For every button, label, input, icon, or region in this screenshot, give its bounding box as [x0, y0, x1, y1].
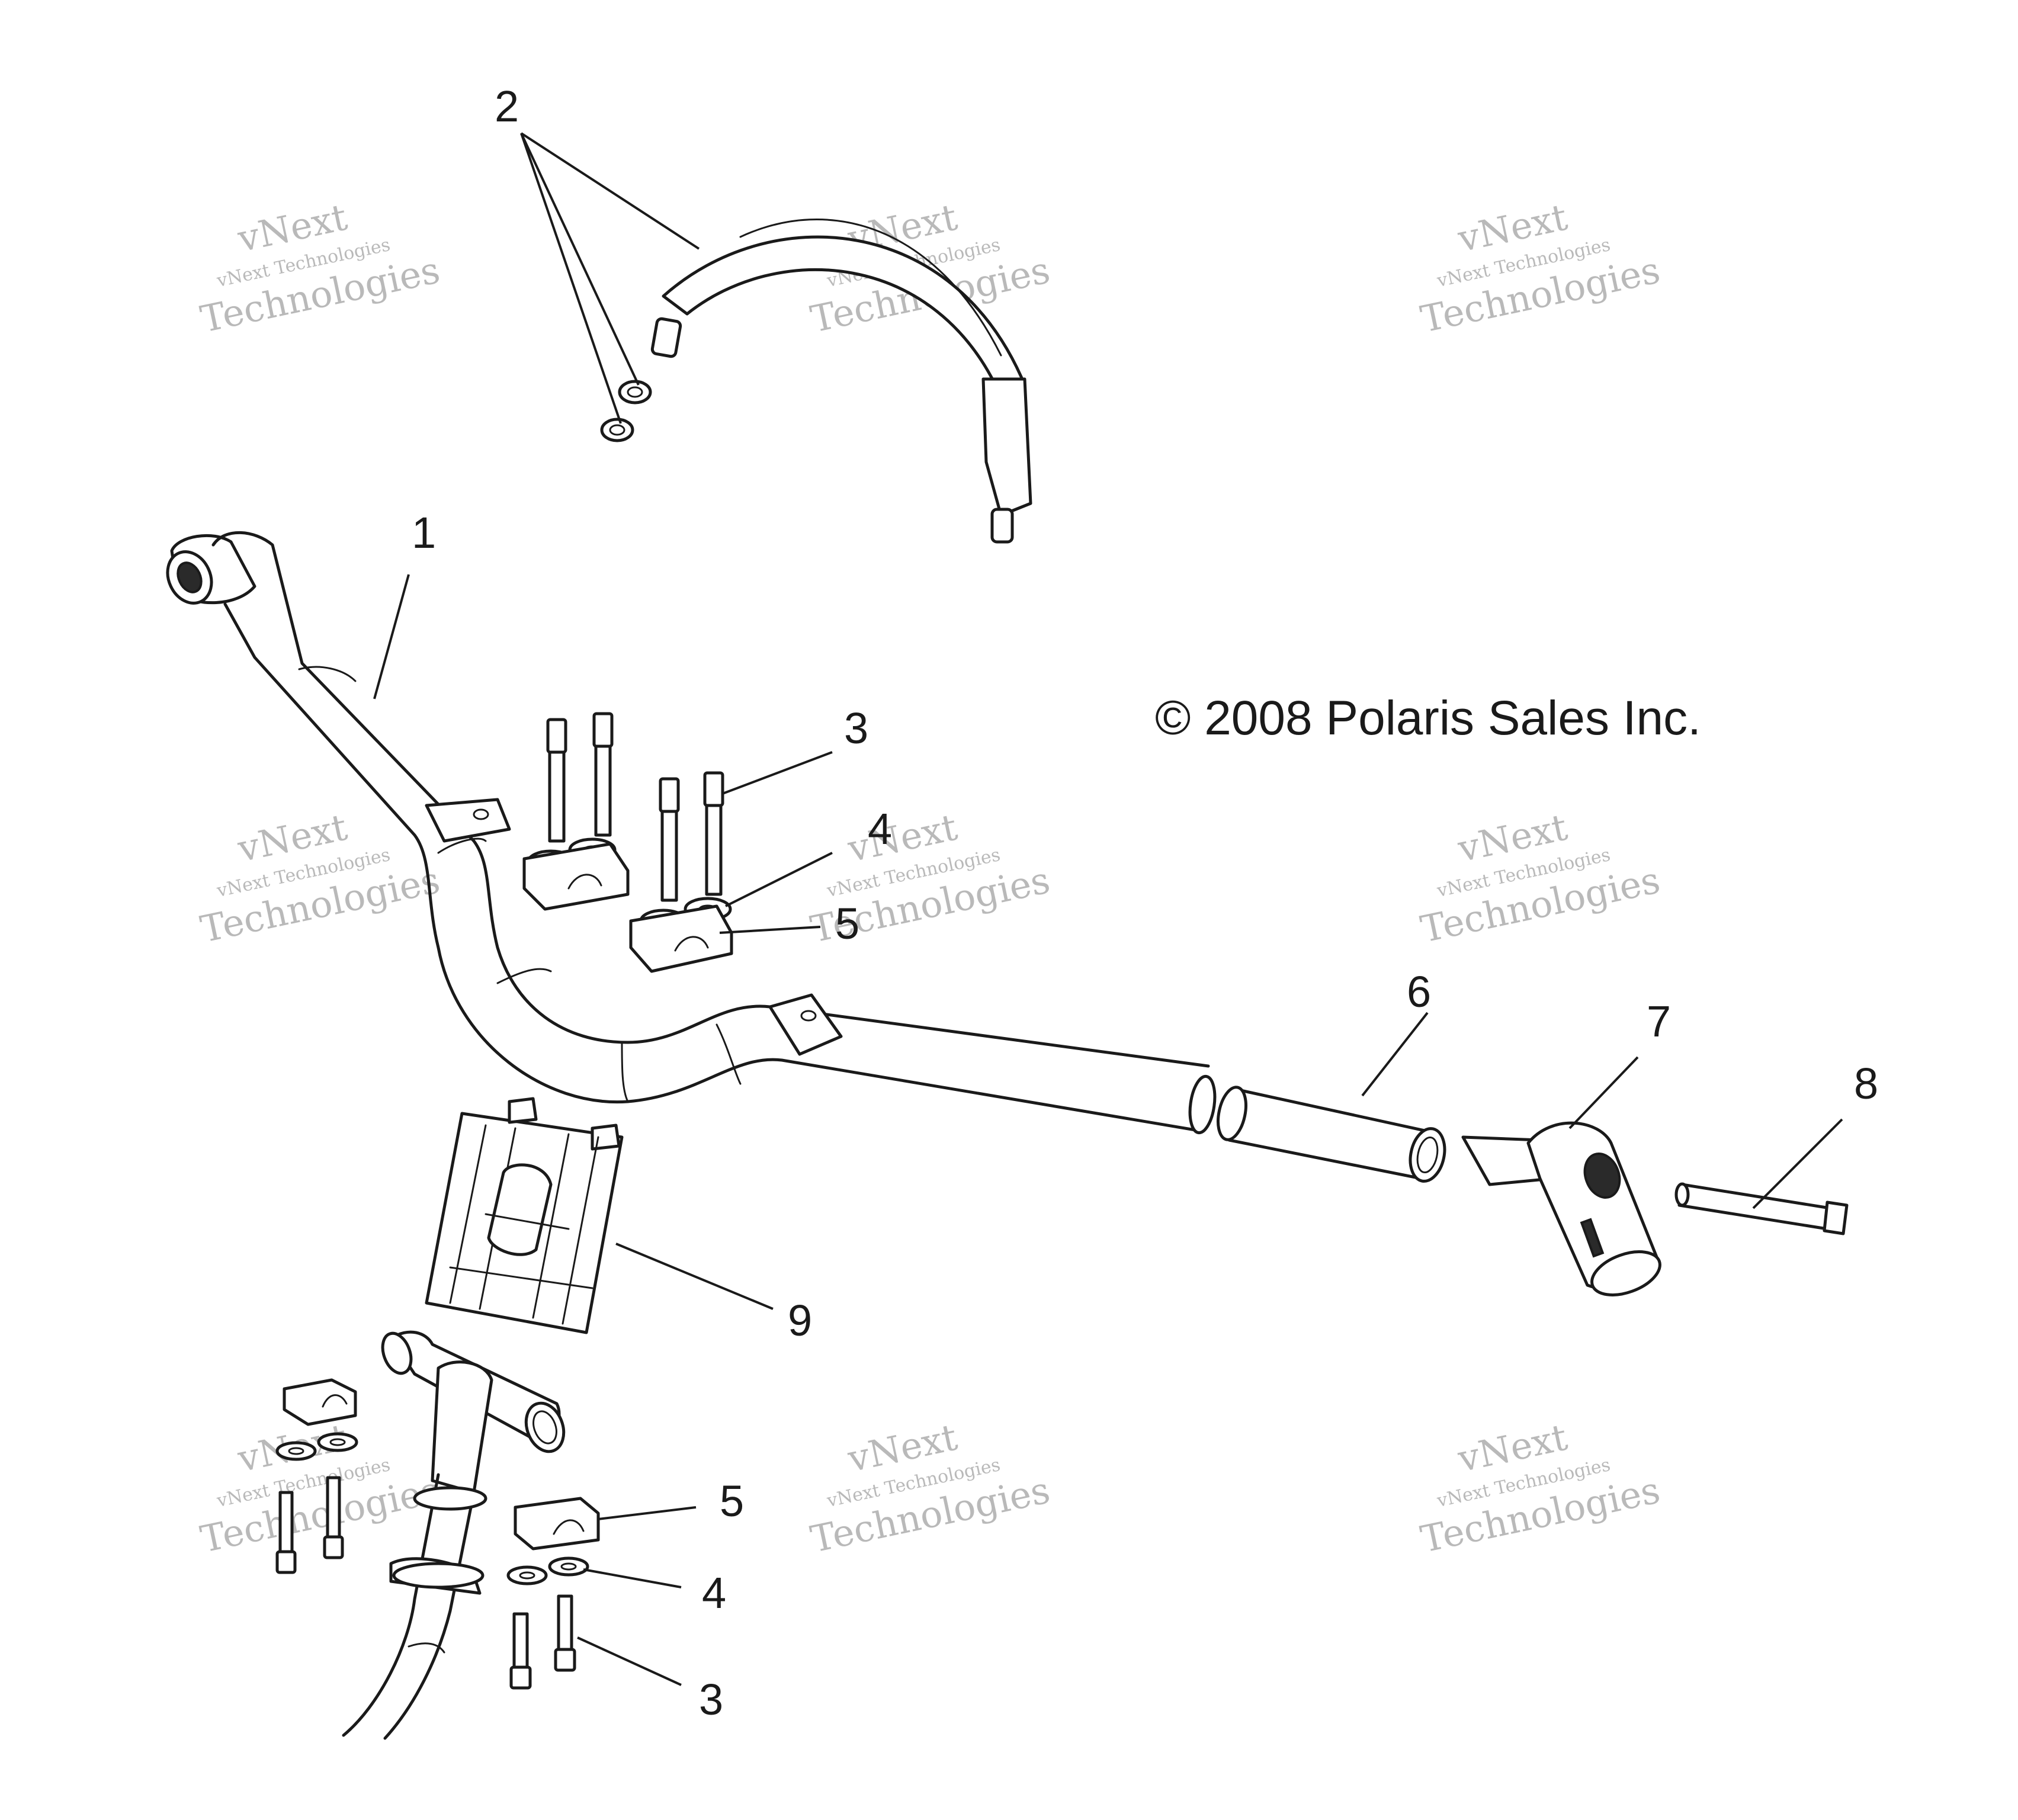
lower-left-hardware	[275, 1378, 358, 1574]
crossbar-pad	[600, 219, 1032, 544]
leader-lines	[373, 132, 1843, 1686]
handlebar	[166, 531, 1217, 1135]
callout-5-lower: 5	[720, 1476, 744, 1526]
bar-end	[1461, 1121, 1661, 1296]
callout-1: 1	[412, 508, 436, 557]
callout-3-lower: 3	[699, 1675, 723, 1724]
bar-pad-block	[425, 1097, 624, 1334]
grip	[1217, 1086, 1446, 1183]
callout-4-lower: 4	[702, 1568, 726, 1617]
callouts: 2 1 3 4 5 6 7 8 9 5 4 3	[412, 82, 1878, 1724]
callout-6: 6	[1407, 967, 1431, 1016]
callout-9: 9	[788, 1296, 812, 1345]
callout-7: 7	[1647, 997, 1671, 1046]
callout-3-upper: 3	[844, 704, 868, 753]
callout-2: 2	[495, 82, 519, 131]
steering-post	[342, 1330, 566, 1740]
upper-clamp-hardware	[522, 712, 733, 973]
callout-5-upper: 5	[835, 899, 859, 948]
end-bolt	[1674, 1182, 1849, 1235]
callout-4-upper: 4	[868, 804, 892, 853]
lower-clamp-hardware	[506, 1497, 600, 1690]
callout-8: 8	[1854, 1059, 1878, 1108]
copyright-notice: © 2008 Polaris Sales Inc.	[1155, 691, 1701, 745]
